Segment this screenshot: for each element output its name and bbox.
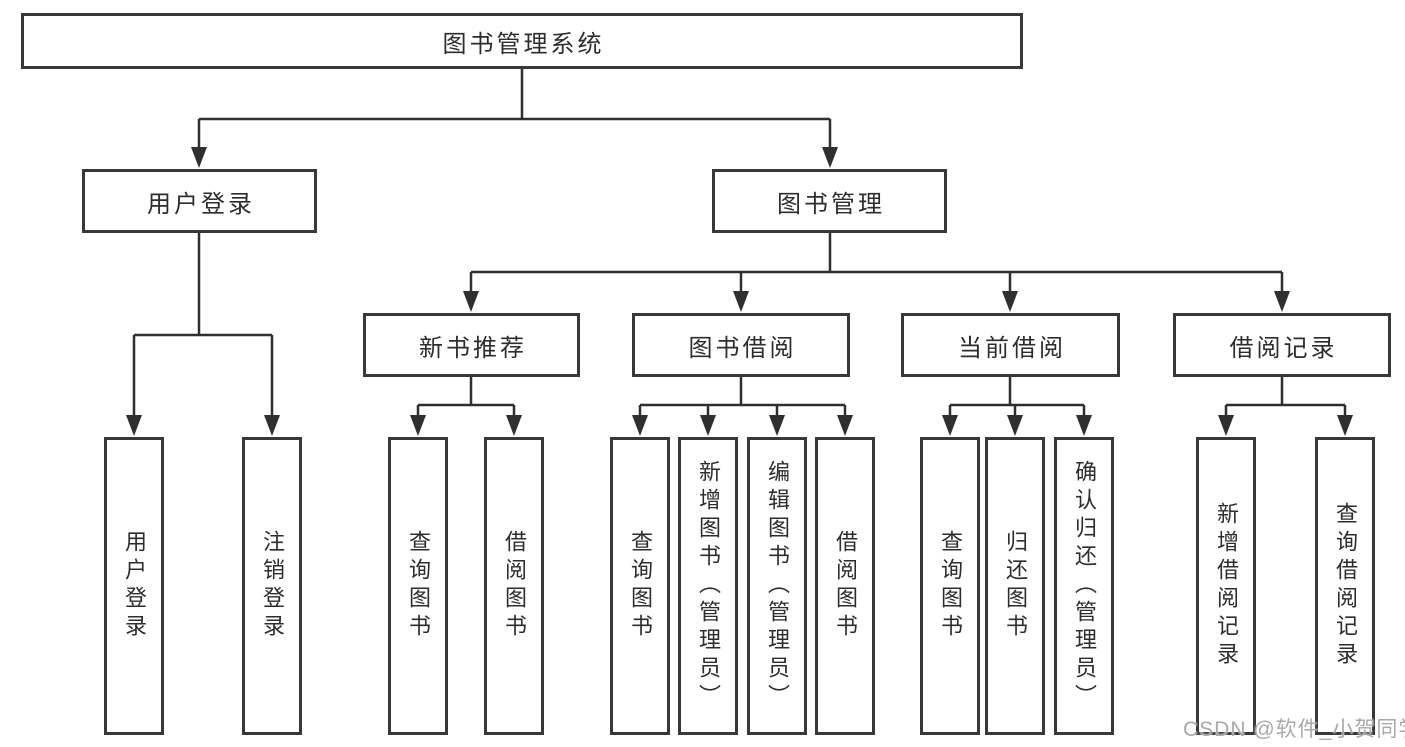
node-leaf-query-borrow-record: 查询借阅记录 bbox=[1315, 437, 1375, 735]
node-leaf-user-login: 用户登录 bbox=[104, 437, 164, 735]
node-current-borrowing: 当前借阅 bbox=[901, 313, 1120, 377]
node-leaf-logout: 注销登录 bbox=[242, 437, 302, 735]
node-leaf-add-borrow-record: 新增借阅记录 bbox=[1196, 437, 1256, 735]
node-leaf-query-books-recommend: 查询图书 bbox=[388, 437, 448, 735]
node-leaf-add-books-admin: 新增图书（管理员） bbox=[678, 437, 738, 735]
node-library-system: 图书管理系统 bbox=[21, 13, 1023, 69]
node-book-borrowing: 图书借阅 bbox=[632, 313, 850, 377]
node-book-management: 图书管理 bbox=[712, 169, 947, 233]
node-leaf-query-books-current: 查询图书 bbox=[920, 437, 980, 735]
node-new-book-recommend: 新书推荐 bbox=[363, 313, 580, 377]
node-user-login-module: 用户登录 bbox=[82, 169, 317, 233]
node-leaf-borrow-books: 借阅图书 bbox=[815, 437, 875, 735]
node-leaf-query-books-borrow: 查询图书 bbox=[610, 437, 670, 735]
node-leaf-edit-books-admin: 编辑图书（管理员） bbox=[747, 437, 807, 735]
node-leaf-borrow-books-recommend: 借阅图书 bbox=[484, 437, 544, 735]
node-leaf-return-books: 归还图书 bbox=[985, 437, 1045, 735]
csdn-watermark: CSDN @软件_小贺同学 bbox=[1183, 718, 1405, 741]
node-leaf-confirm-return-admin: 确认归还（管理员） bbox=[1054, 437, 1114, 735]
node-borrowing-records: 借阅记录 bbox=[1173, 313, 1391, 377]
